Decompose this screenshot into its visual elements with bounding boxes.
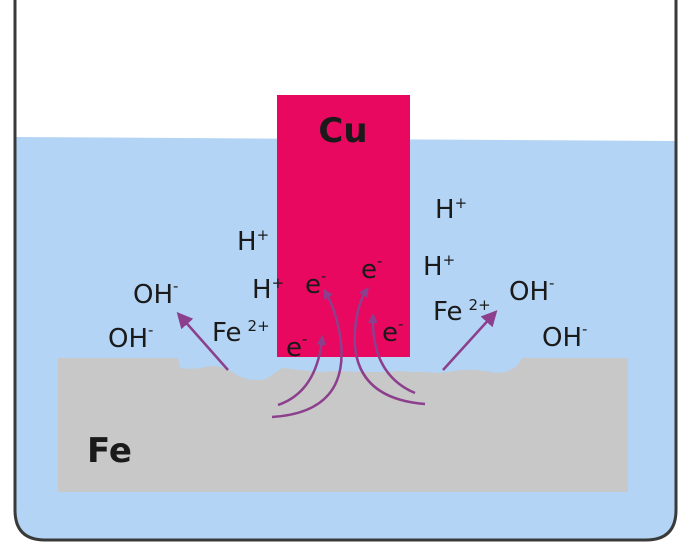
electron: e- bbox=[286, 330, 307, 363]
ion-migration-arrow bbox=[442, 310, 498, 371]
hydroxide-ion: OH- bbox=[509, 274, 554, 307]
electron: e- bbox=[361, 252, 382, 285]
copper-block bbox=[277, 95, 410, 357]
electron: e- bbox=[382, 315, 403, 348]
hydroxide-ion: OH- bbox=[542, 320, 587, 353]
beaker-outline bbox=[13, 0, 678, 542]
iron-label: Fe bbox=[87, 431, 132, 471]
copper-label: Cu bbox=[318, 111, 367, 151]
hydroxide-ion: OH- bbox=[133, 277, 178, 310]
electron: e- bbox=[305, 267, 326, 300]
electron-flow-arrow bbox=[367, 313, 416, 395]
hydrogen-ion: H+ bbox=[237, 226, 269, 257]
electron-flow-arrow bbox=[277, 335, 327, 407]
hydroxide-ion: OH- bbox=[108, 321, 153, 354]
ion-migration-arrow bbox=[176, 312, 229, 371]
electron-flow-arrow bbox=[353, 286, 426, 406]
iron-plate bbox=[58, 358, 628, 492]
hydrogen-ion: H+ bbox=[423, 251, 455, 282]
electron-flow-arrow bbox=[271, 288, 343, 419]
hydrogen-ion: H+ bbox=[435, 194, 467, 225]
hydrogen-ion: H+ bbox=[252, 274, 284, 305]
